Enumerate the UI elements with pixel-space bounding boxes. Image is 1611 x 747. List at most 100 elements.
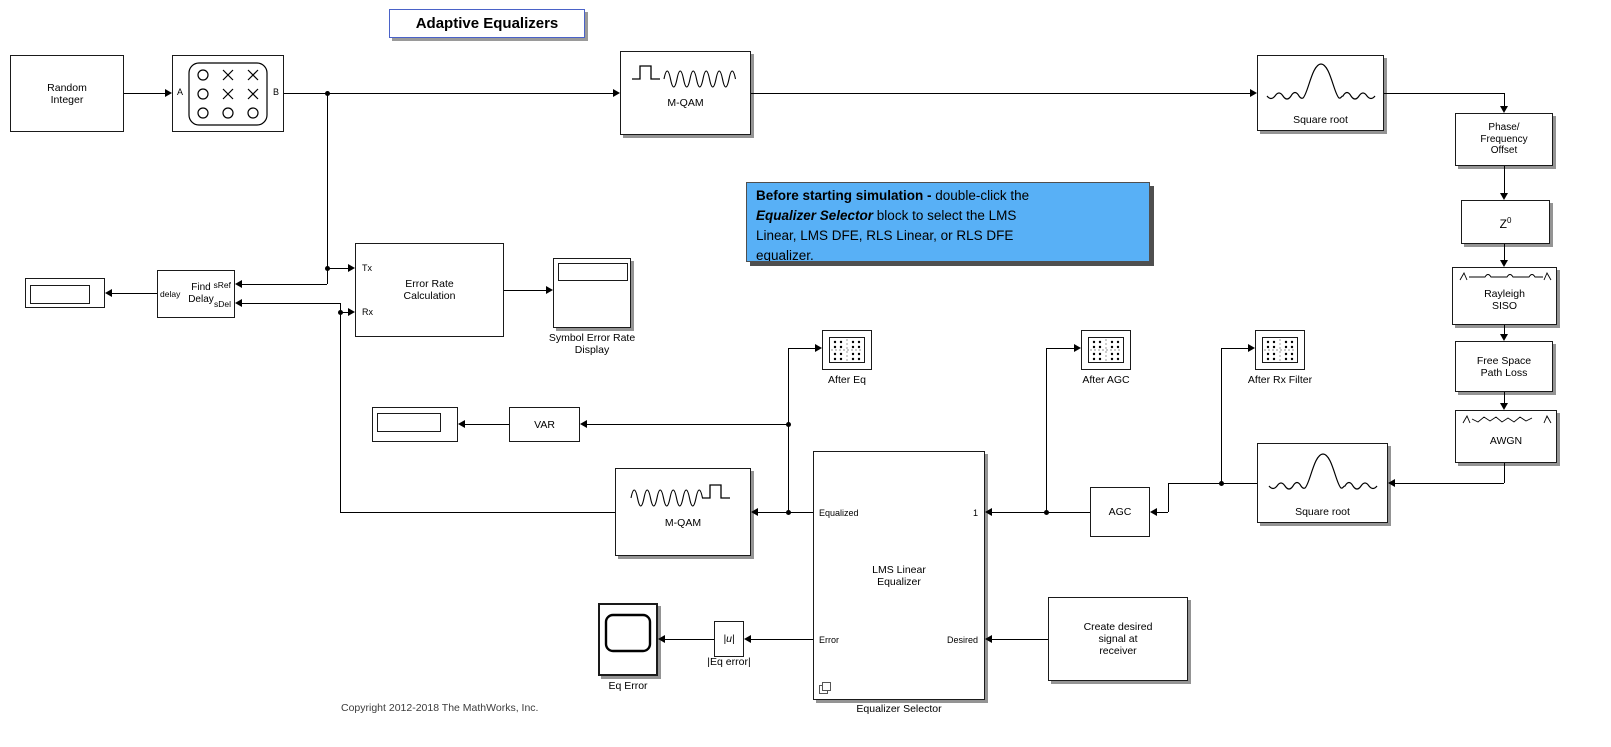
wire (586, 424, 788, 425)
arrowhead (546, 286, 553, 294)
block-delay-z0[interactable]: Z0 (1461, 200, 1550, 244)
arrowhead (580, 420, 587, 428)
arrowhead (1500, 193, 1508, 200)
page-title: Adaptive Equalizers (415, 15, 559, 32)
branch-dot (338, 310, 343, 315)
block-mqam-modulator[interactable]: M-QAM (620, 51, 751, 135)
arrowhead (235, 299, 242, 307)
wire (751, 93, 1251, 94)
arrowhead (458, 420, 465, 428)
block-raised-cosine-rx-filter[interactable]: Square root (1257, 443, 1388, 523)
display-value-field (377, 413, 441, 432)
block-create-desired-signal[interactable]: Create desired signal at receiver (1048, 597, 1188, 681)
wire (241, 303, 340, 304)
wire (991, 639, 1048, 640)
block-awgn-channel[interactable]: AWGN (1455, 410, 1557, 463)
block-equalizer-selector[interactable]: LMS Linear Equalizer Equalized 1 Error D… (813, 451, 985, 700)
block-error-rate-calculation[interactable]: Error Rate Calculation Tx Rx (355, 243, 504, 337)
scope-screen-icon (604, 613, 652, 652)
constellation-icon (1088, 337, 1124, 363)
arrowhead (815, 344, 822, 352)
block-agc[interactable]: AGC (1090, 487, 1150, 537)
wire (1504, 93, 1505, 107)
wire (1504, 244, 1505, 261)
block-mqam-demodulator[interactable]: M-QAM (615, 468, 751, 556)
arrowhead (165, 89, 172, 97)
display-value-field (558, 263, 628, 281)
block-phase-frequency-offset[interactable]: Phase/ Frequency Offset (1455, 113, 1553, 166)
arrowhead (1074, 344, 1081, 352)
arrowhead (1248, 344, 1255, 352)
demodulator-waveform-icon (630, 484, 730, 507)
raised-cosine-icon (1266, 63, 1376, 100)
constellation-icon (829, 337, 865, 363)
display-variance[interactable] (372, 407, 458, 442)
wire (664, 639, 714, 640)
wire (284, 93, 614, 94)
arrowhead (1500, 106, 1508, 113)
scope-after-agc[interactable] (1081, 330, 1131, 370)
branch-dot (325, 266, 330, 271)
arrowhead (744, 635, 751, 643)
wire (1504, 325, 1505, 335)
block-rayleigh-siso-channel[interactable]: Rayleigh SISO (1452, 267, 1557, 325)
block-random-integer[interactable]: Random Integer (10, 55, 124, 132)
wire (757, 512, 813, 513)
wire (327, 93, 328, 284)
display-symbol-error-rate[interactable] (553, 258, 631, 328)
wire (991, 512, 1090, 513)
arrowhead (1500, 403, 1508, 410)
scope-eq-error[interactable] (598, 603, 658, 676)
wire (750, 639, 813, 640)
block-raised-cosine-tx-filter[interactable]: Square root (1257, 55, 1384, 131)
wire (1221, 348, 1249, 349)
wire (788, 348, 816, 349)
scope-eq-error-caption: Eq Error (608, 680, 648, 692)
wire (1504, 392, 1505, 404)
wire (1504, 463, 1505, 483)
wire (241, 284, 327, 285)
block-abs-caption: |Eq error| (707, 656, 751, 668)
arrowhead (235, 280, 242, 288)
display-delay[interactable] (25, 278, 105, 308)
scope-after-eq-caption: After Eq (828, 374, 866, 386)
noise-icon (1462, 414, 1552, 424)
display-value-field (30, 285, 90, 304)
raised-cosine-icon (1268, 453, 1378, 490)
arrowhead (1250, 89, 1257, 97)
variant-badge-icon (819, 682, 831, 694)
block-find-delay[interactable]: Find Delay delay sRef sDel (157, 270, 235, 318)
arrowhead (751, 508, 758, 516)
wire (504, 290, 547, 291)
arrowhead (348, 308, 355, 316)
arrowhead (348, 264, 355, 272)
annotation-line: Linear, LMS DFE, RLS Linear, or RLS DFE (756, 228, 1014, 243)
wire (340, 512, 615, 513)
block-abs[interactable]: |u| (714, 621, 744, 657)
wire (1046, 348, 1047, 512)
scope-after-rx-filter[interactable] (1255, 330, 1305, 370)
wire (1394, 483, 1504, 484)
block-qam-mapper[interactable]: A B (172, 55, 284, 132)
block-free-space-path-loss[interactable]: Free Space Path Loss (1455, 341, 1553, 392)
channel-fading-icon (1459, 271, 1552, 281)
wire (464, 424, 509, 425)
arrowhead (613, 89, 620, 97)
constellation-icon (1262, 337, 1298, 363)
copyright-text: Copyright 2012-2018 The MathWorks, Inc. (341, 702, 539, 714)
modulator-waveform-icon (631, 65, 736, 88)
annotation-line: equalizer. (756, 248, 814, 262)
scope-after-rx-filter-caption: After Rx Filter (1247, 374, 1313, 386)
wire (1384, 93, 1504, 94)
wire (1156, 512, 1168, 513)
wire (327, 268, 349, 269)
block-var[interactable]: VAR (509, 407, 580, 442)
wire (1046, 348, 1075, 349)
arrowhead (1150, 508, 1157, 516)
display-symbol-error-rate-caption: Symbol Error Rate Display (548, 332, 636, 356)
arrowhead (1500, 260, 1508, 267)
arrowhead (105, 289, 112, 297)
scope-after-eq[interactable] (822, 330, 872, 370)
wire (1168, 483, 1169, 512)
